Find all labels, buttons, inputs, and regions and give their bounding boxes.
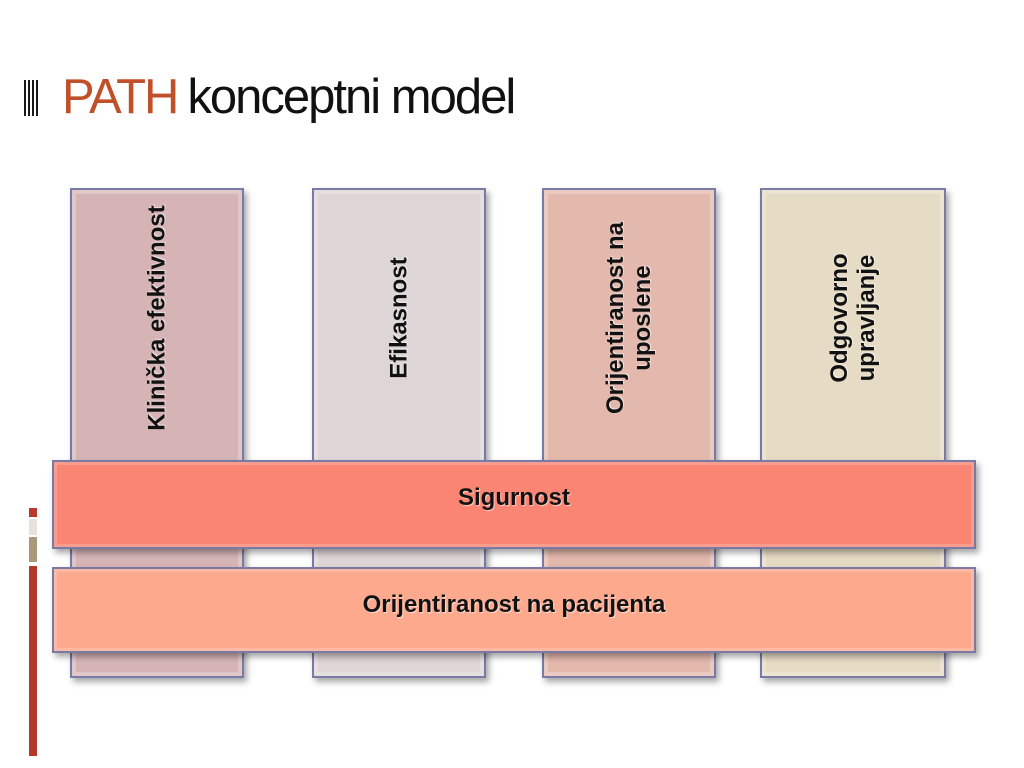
pillar-label: Odgovorno upravljanje [826,253,880,383]
band-label: Orijentiranost na pacijenta [362,591,666,618]
side-accent-bar [29,519,37,535]
side-accent-bar [29,537,37,562]
title-rest: konceptni model [187,70,516,124]
title-accent: PATH [62,70,179,124]
band-label: Sigurnost [458,484,570,511]
band-orijentiranost-na-pacijenta: Orijentiranost na pacijenta [52,567,976,653]
title-bullet-icon [24,80,40,116]
band-sigurnost: Sigurnost [52,460,976,549]
pillar-label: Klinička efektivnost [143,205,171,431]
side-accent-bar [29,508,37,517]
pillar-label: Orijentiranost na uposlene [602,221,656,415]
pillar-label: Efikasnost [385,257,413,379]
side-accent-bar [29,566,37,756]
